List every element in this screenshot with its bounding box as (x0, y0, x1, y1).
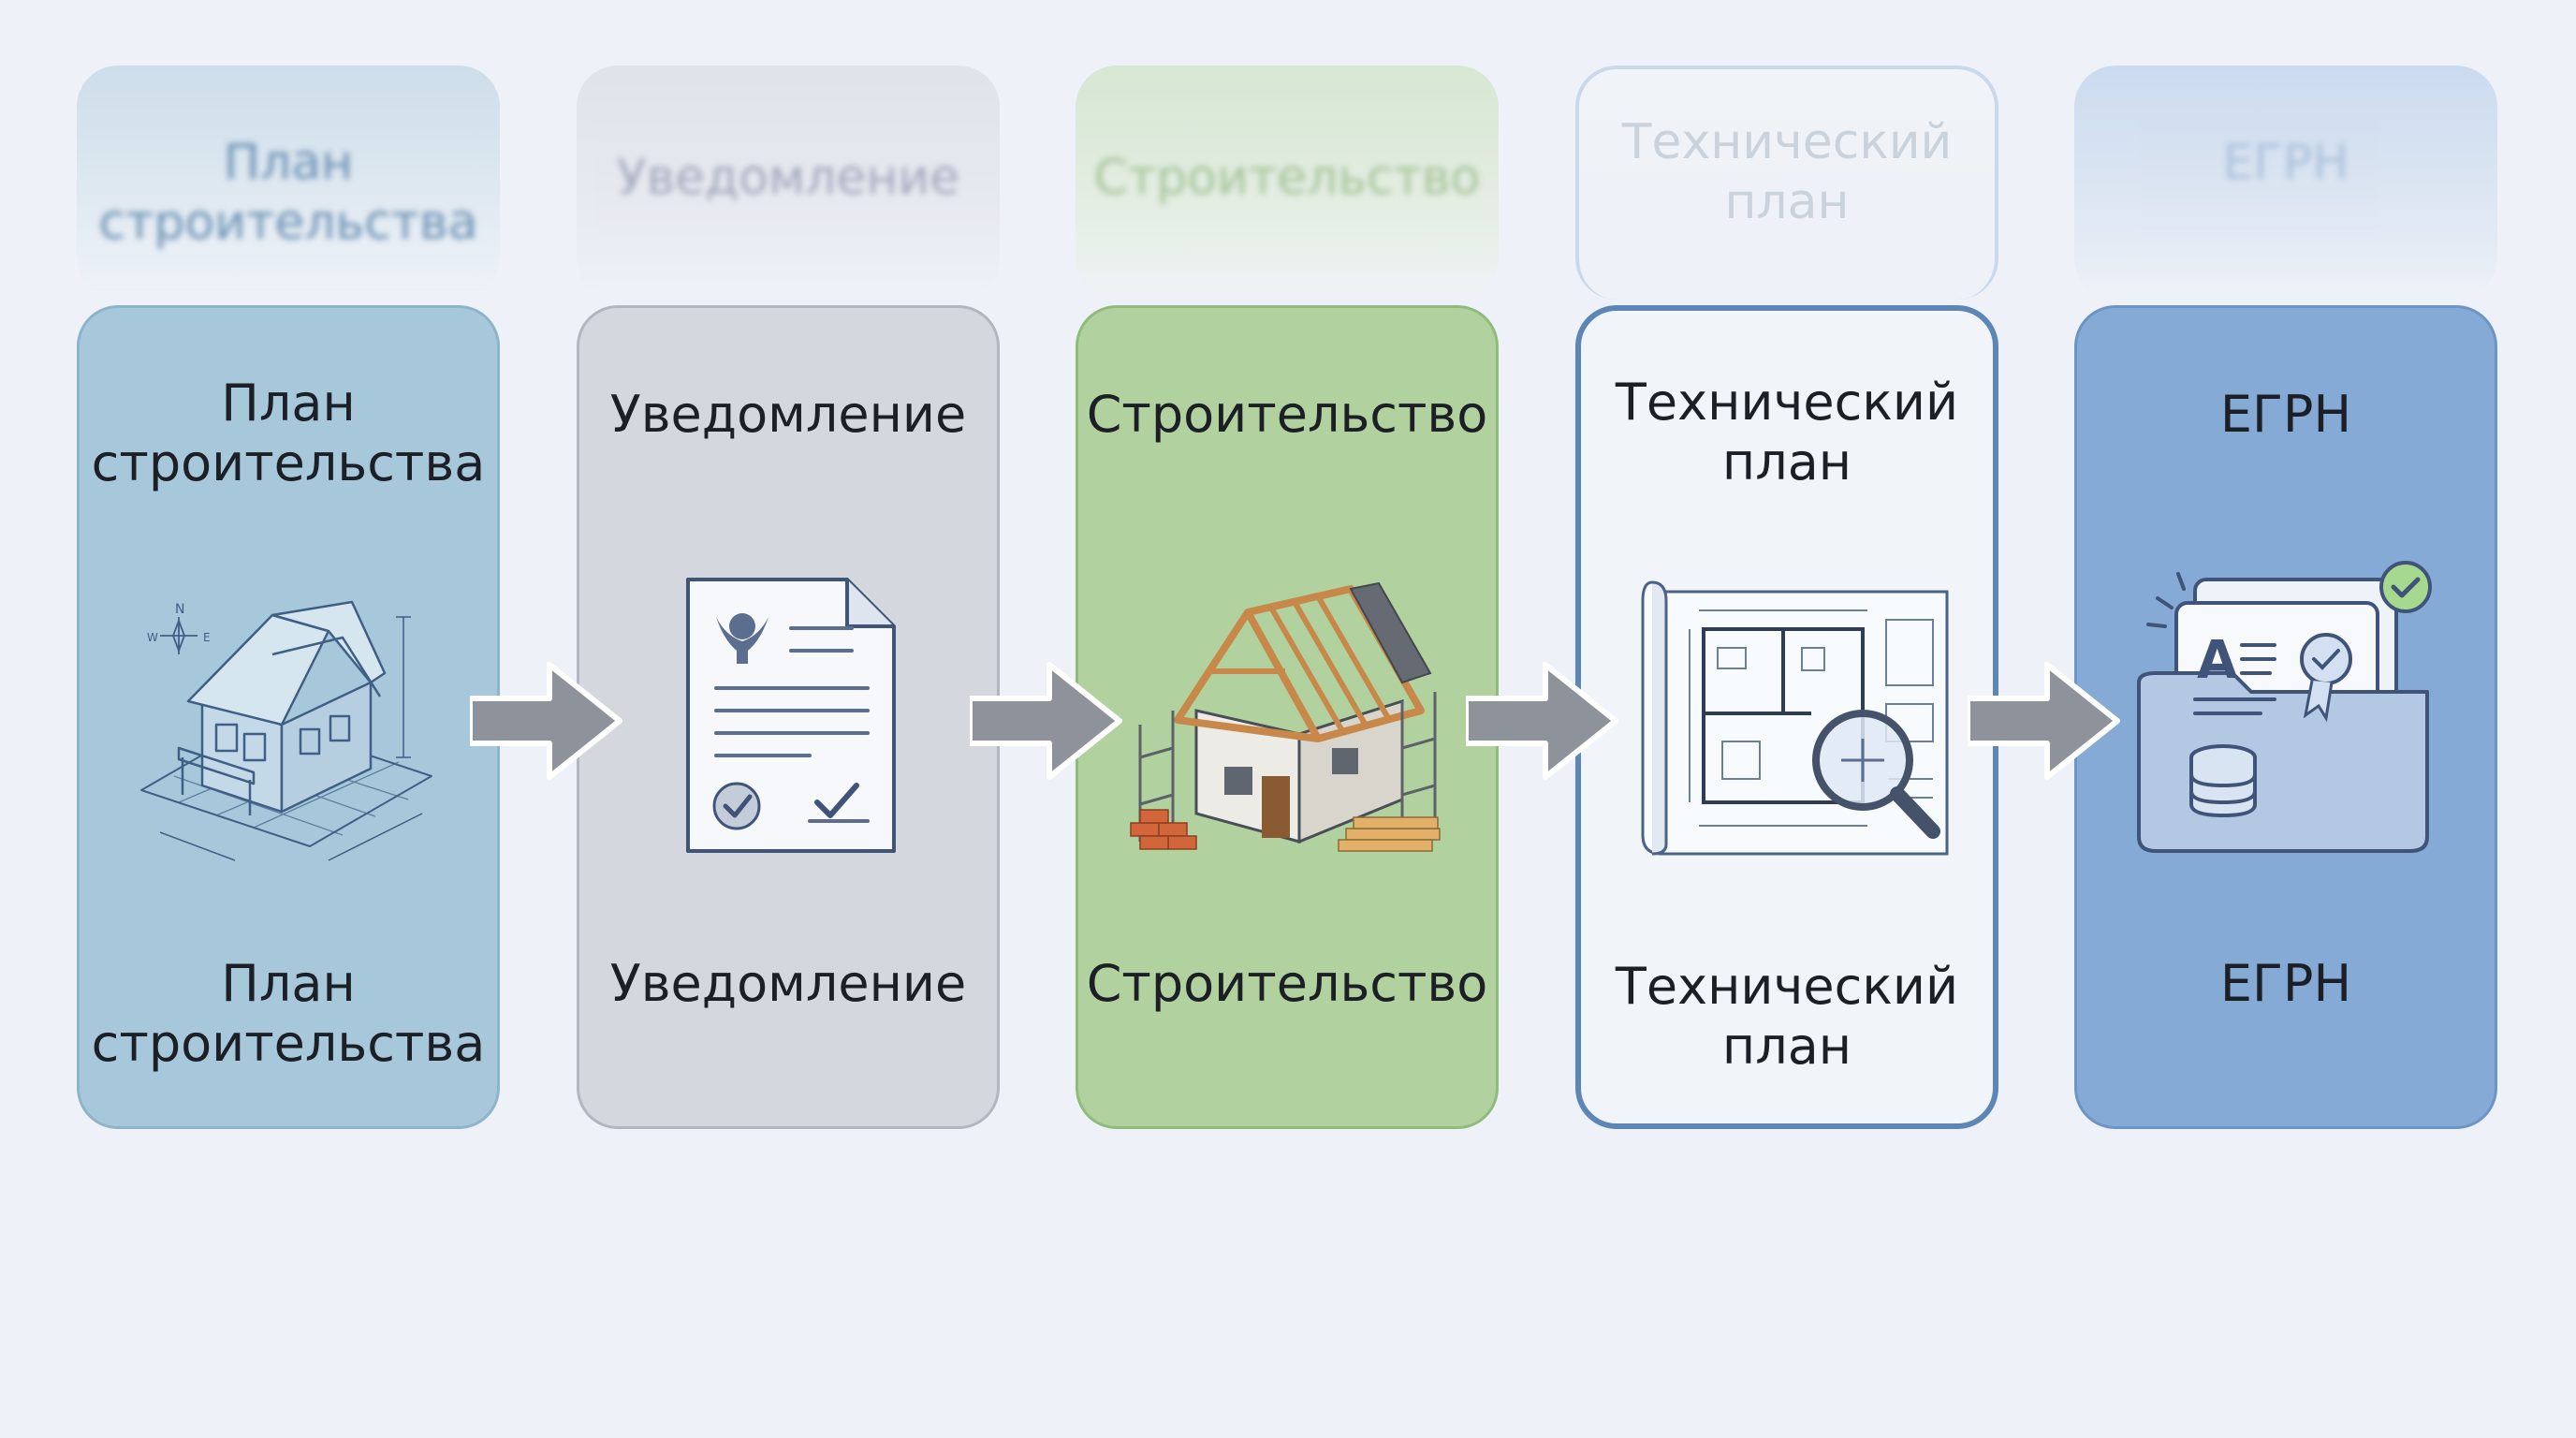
step-caption: Уведомление (609, 954, 967, 1013)
step-title: Технический план (1615, 373, 1959, 492)
step-caption: Строительство (1086, 954, 1488, 1013)
ghost-label: План строительства (98, 135, 478, 251)
document-checkmarks-icon (686, 578, 896, 853)
ghost-header-step-1: План строительства (77, 66, 500, 300)
registry-folder-database-icon: A (2137, 561, 2432, 853)
step-card-construction: Строительство (1076, 305, 1499, 1129)
step-title: План строительства (91, 374, 486, 492)
svg-text:E: E (203, 631, 211, 644)
step-card-technical-plan: Технический план (1575, 305, 1998, 1129)
ghost-label: Строительство (1093, 150, 1481, 206)
step-caption: План строительства (91, 954, 486, 1073)
arrow-right-icon (1466, 662, 1618, 780)
step-title: Уведомление (609, 385, 967, 444)
svg-text:N: N (175, 602, 184, 617)
arrow-right-icon (470, 662, 622, 780)
step-caption: ЕГРН (2219, 954, 2352, 1013)
ghost-header-step-2: Уведомление (577, 66, 1000, 300)
ghost-header-step-3: Строительство (1076, 66, 1499, 300)
svg-text:A: A (2197, 630, 2238, 691)
house-construction-icon (1130, 581, 1441, 852)
step-card-egrn: ЕГРН A (2074, 305, 2497, 1129)
step-card-plan: План строительства N E (77, 305, 500, 1129)
ghost-label: ЕГРН (2222, 135, 2349, 191)
step-title: Строительство (1086, 385, 1488, 444)
ghost-header-step-4: Технический план (1575, 66, 1998, 300)
blueprint-magnifier-icon (1641, 580, 1949, 856)
house-sketch-icon: N E W (140, 600, 432, 861)
ghost-label: Уведомление (616, 150, 960, 206)
arrow-right-icon (1968, 662, 2120, 780)
step-title: ЕГРН (2219, 385, 2352, 444)
step-caption: Технический план (1615, 957, 1959, 1076)
step-card-notification: Уведомление Уведомление (577, 305, 1000, 1129)
arrow-right-icon (970, 662, 1122, 780)
ghost-label: Технический план (1621, 114, 1953, 230)
ghost-header-step-5: ЕГРН (2074, 66, 2497, 300)
svg-text:W: W (147, 631, 158, 644)
